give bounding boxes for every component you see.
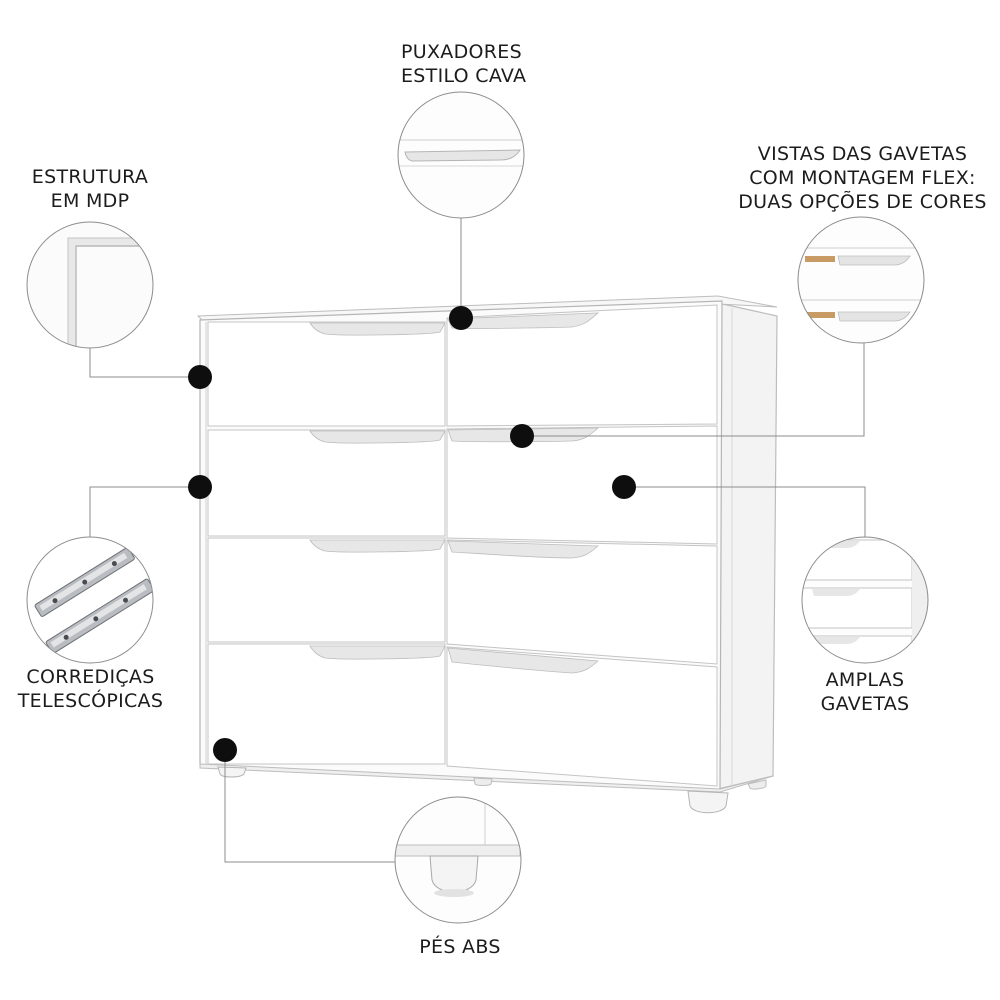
telescopic-slide-icon bbox=[26, 536, 154, 664]
abs-foot-icon bbox=[394, 796, 522, 924]
drawer-right-4 bbox=[446, 646, 718, 787]
drawer-left-3 bbox=[207, 537, 446, 643]
dresser-side-panel bbox=[717, 302, 778, 790]
cava-handle bbox=[309, 645, 446, 660]
foot-front-right bbox=[687, 790, 729, 814]
label-handles: PUXADORES ESTILO CAVA bbox=[401, 41, 527, 87]
foot-back-right bbox=[747, 779, 767, 790]
drawer-detail-icon bbox=[801, 536, 929, 664]
cava-handle bbox=[447, 312, 600, 329]
cava-handle bbox=[447, 540, 600, 559]
cava-handle bbox=[309, 430, 446, 444]
dot-slides bbox=[188, 475, 212, 499]
foot-front-left bbox=[217, 766, 247, 778]
dresser-base bbox=[199, 763, 774, 793]
mdp-edge-detail-icon bbox=[26, 221, 154, 349]
leader-lines bbox=[89, 218, 866, 863]
label-slides: CORREDIÇAS TELESCÓPICAS bbox=[17, 666, 164, 712]
drawer-right-1 bbox=[446, 304, 718, 427]
dot-feet bbox=[213, 738, 237, 762]
label-drawers: AMPLAS GAVETAS bbox=[820, 669, 910, 715]
callout-dots bbox=[188, 306, 636, 762]
drawer-left-2 bbox=[207, 429, 446, 537]
dot-drawer-views bbox=[510, 424, 534, 448]
dresser bbox=[196, 295, 778, 814]
dot-handles bbox=[449, 306, 473, 330]
dot-drawers bbox=[612, 475, 636, 499]
drawer-color-options-icon bbox=[797, 216, 925, 344]
cava-handle bbox=[309, 539, 446, 553]
drawer-right-3 bbox=[446, 539, 718, 665]
label-structure: ESTRUTURA EM MDP bbox=[31, 166, 149, 212]
cava-handle bbox=[447, 647, 599, 674]
drawer-right-2 bbox=[446, 425, 718, 545]
label-drawer-views: VISTAS DAS GAVETAS COM MONTAGEM FLEX: DU… bbox=[738, 143, 987, 213]
label-feet: PÉS ABS bbox=[419, 936, 501, 958]
dot-structure bbox=[188, 365, 212, 389]
foot-back-left bbox=[473, 777, 493, 786]
cava-handle bbox=[309, 322, 446, 336]
drawer-left-4 bbox=[207, 643, 446, 765]
drawer-left-1 bbox=[207, 321, 446, 427]
handle-detail-icon bbox=[397, 91, 525, 219]
